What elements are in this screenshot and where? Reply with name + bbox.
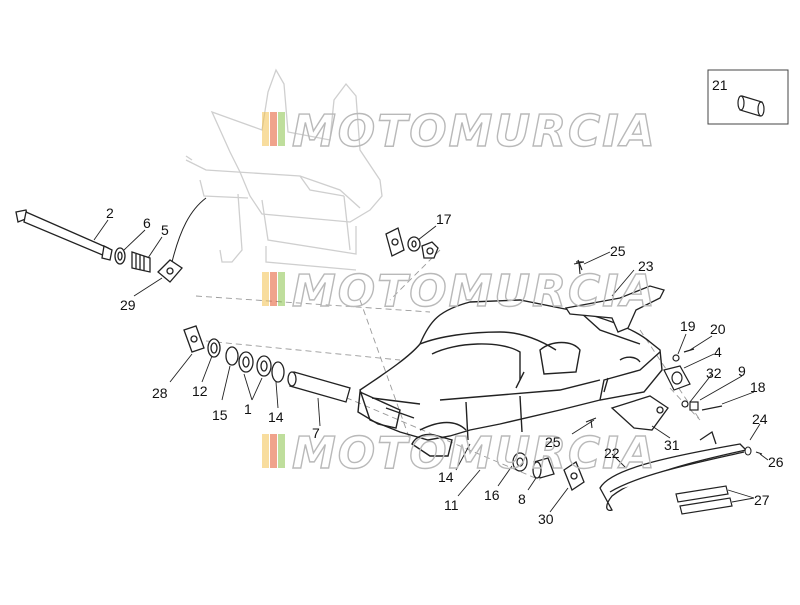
callout-label: 23 bbox=[638, 258, 654, 274]
dust-boot bbox=[131, 251, 151, 273]
callout-label: 7 bbox=[312, 425, 320, 441]
rear-bushing bbox=[532, 457, 555, 479]
watermark-3: MOTOMURCIA bbox=[262, 427, 657, 480]
callout-label: 1 bbox=[244, 401, 252, 417]
callout-label: 14 bbox=[268, 409, 284, 425]
wm-stripe bbox=[270, 112, 277, 146]
watermark-text: MOTOMURCIA bbox=[292, 106, 657, 157]
callout-label: 17 bbox=[436, 211, 452, 227]
small-spacer bbox=[512, 452, 528, 472]
callout-label: 12 bbox=[192, 383, 208, 399]
callout-label: 6 bbox=[143, 215, 151, 231]
callout-label: 32 bbox=[706, 365, 722, 381]
callout-labels: 2 6 5 29 17 25 23 19 20 4 32 9 18 24 26 … bbox=[106, 205, 784, 527]
rear-cover-plate bbox=[563, 461, 585, 491]
watermark-text: MOTOMURCIA bbox=[292, 266, 657, 317]
callout-label: 11 bbox=[444, 497, 459, 513]
spacer-tube bbox=[287, 371, 351, 403]
callout-label: 16 bbox=[484, 487, 500, 503]
callout-label: 5 bbox=[161, 222, 169, 238]
pivot-shaft bbox=[15, 209, 113, 261]
callout-label: 24 bbox=[752, 411, 768, 427]
wm-stripe bbox=[278, 112, 285, 146]
callout-label: 27 bbox=[754, 492, 770, 508]
callout-label: 30 bbox=[538, 511, 554, 527]
callout-label: 29 bbox=[120, 297, 136, 313]
swingarm bbox=[357, 299, 663, 457]
bearing-pack-left bbox=[183, 325, 285, 383]
small-screws bbox=[744, 446, 763, 456]
watermark-1: MOTOMURCIA bbox=[262, 105, 657, 158]
wm-stripe bbox=[262, 434, 269, 468]
inset-bushing-icon bbox=[737, 95, 765, 117]
callout-label: 28 bbox=[152, 385, 168, 401]
right-bearing-cover bbox=[385, 227, 405, 257]
frame-outline bbox=[185, 68, 383, 271]
chain-guide-lower bbox=[599, 430, 748, 512]
wm-stripe bbox=[278, 434, 285, 468]
callout-label: 8 bbox=[518, 491, 526, 507]
wm-stripe bbox=[270, 272, 277, 306]
shaft-washer bbox=[114, 247, 126, 265]
leader-lines bbox=[93, 219, 769, 513]
callout-label: 31 bbox=[664, 437, 680, 453]
callout-label: 18 bbox=[750, 379, 766, 395]
watermark-2: MOTOMURCIA bbox=[262, 265, 657, 318]
callout-label: 9 bbox=[738, 363, 746, 379]
chain-adjuster-parts bbox=[663, 348, 723, 411]
bolt-25-icon bbox=[573, 261, 597, 429]
callout-label: 25 bbox=[610, 243, 626, 259]
inset-label: 21 bbox=[712, 77, 728, 93]
left-cover-plate bbox=[157, 259, 183, 283]
nut-and-washer bbox=[407, 236, 439, 259]
leader-frame-curve bbox=[171, 197, 207, 263]
callout-label: 19 bbox=[680, 318, 696, 334]
wm-stripe bbox=[270, 434, 277, 468]
callout-label: 26 bbox=[768, 454, 784, 470]
callout-label: 4 bbox=[714, 344, 722, 360]
callout-label: 22 bbox=[604, 445, 620, 461]
callout-label: 14 bbox=[438, 469, 454, 485]
wm-stripe bbox=[278, 272, 285, 306]
wm-stripe bbox=[262, 112, 269, 146]
chain-guide-pads bbox=[675, 485, 733, 515]
watermark-text: MOTOMURCIA bbox=[292, 428, 657, 479]
callout-label: 20 bbox=[710, 321, 726, 337]
chain-slider-bracket bbox=[610, 395, 669, 431]
inset-part-box: 21 bbox=[707, 69, 789, 125]
callout-label: 2 bbox=[106, 205, 114, 221]
callout-label: 15 bbox=[212, 407, 228, 423]
wm-stripe bbox=[262, 272, 269, 306]
callout-label: 25 bbox=[545, 434, 561, 450]
